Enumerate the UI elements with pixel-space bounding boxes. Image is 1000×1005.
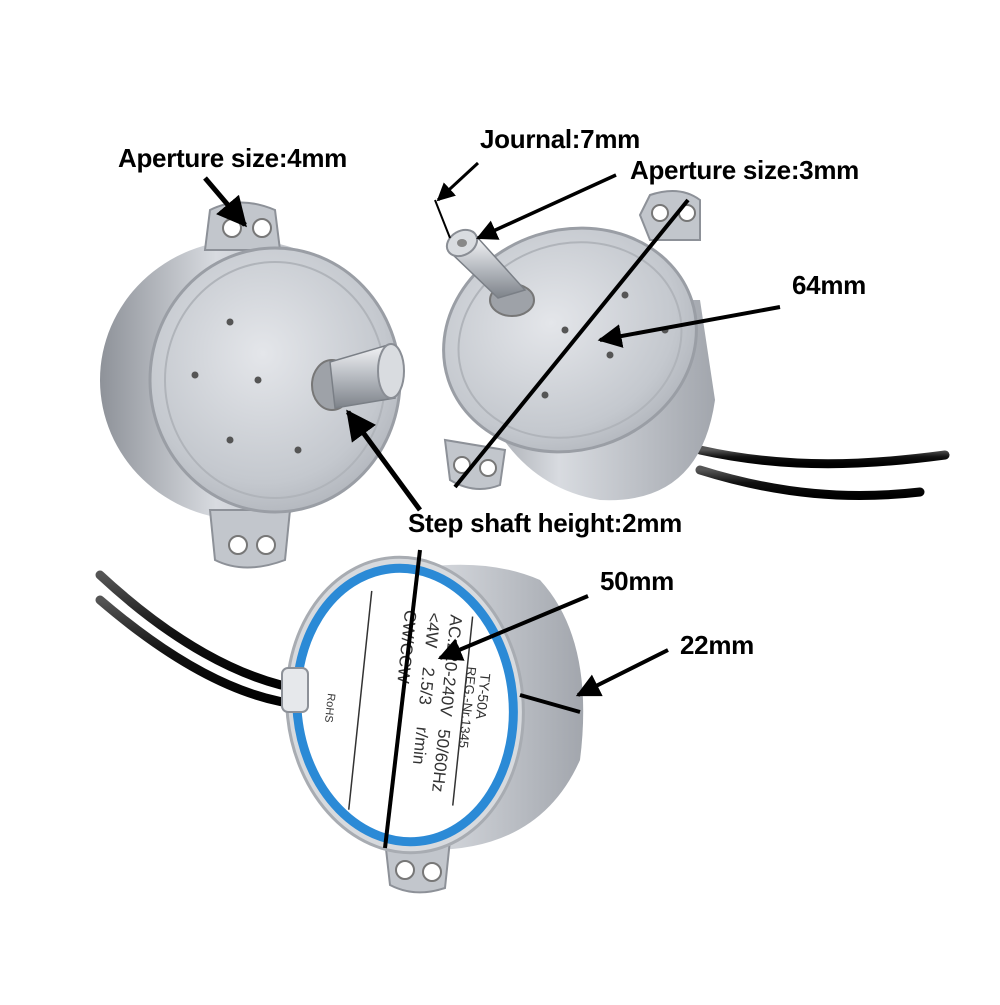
dimension-annotations: [203, 161, 781, 849]
rivet-icon: [294, 446, 302, 454]
motor-right-face-rim: [457, 241, 683, 439]
label-diameter-64mm: 64mm: [792, 270, 866, 300]
mount-hole-icon: [256, 535, 276, 555]
shaft-hole-icon: [457, 239, 467, 247]
wire: [95, 570, 310, 695]
shaft-end: [377, 343, 405, 399]
mount-hole-icon: [222, 218, 242, 238]
label-journal-7mm: Journal:7mm: [480, 124, 640, 154]
rivet-icon: [561, 326, 569, 334]
rohs-mark: RoHS: [322, 693, 337, 723]
label-aperture-size-4mm: Aperture size:4mm: [118, 143, 347, 173]
label-step-shaft-height: Step shaft height:2mm: [408, 508, 682, 538]
arrow-journal-left: [436, 161, 480, 202]
wire: [695, 465, 925, 500]
mount-hole-icon: [228, 535, 248, 555]
motor-left: [100, 201, 405, 569]
journal-dim-line: [434, 199, 451, 239]
label-depth-22mm: 22mm: [680, 630, 754, 660]
nameplate-model: TY-50A: [473, 672, 494, 720]
mount-hole-icon: [252, 218, 272, 238]
mount-hole-icon: [479, 459, 497, 477]
wire-grommet: [281, 667, 309, 713]
wire: [695, 445, 950, 469]
motor-right: [442, 190, 950, 501]
nameplate-sticker: [292, 563, 518, 847]
nameplate-speed-value: 2.5/3: [415, 666, 438, 706]
mount-hole-icon: [453, 456, 471, 474]
diameter-50mm-line: [383, 549, 422, 849]
nameplate-speed-unit: r/min: [409, 726, 432, 766]
rivet-icon: [226, 318, 234, 326]
arrow-aperture-3mm: [476, 173, 617, 240]
arrow-22mm: [575, 648, 669, 697]
mount-hole-icon: [395, 860, 415, 880]
motor-left-flange-bottom: [208, 509, 292, 569]
rivet-icon: [541, 391, 549, 399]
arrow-step-shaft: [345, 409, 423, 512]
arrow-aperture-4mm: [203, 176, 247, 228]
motor-bottom: TY-50A REG.-Nr.1345 AC:220-240V 50/60Hz …: [95, 555, 584, 894]
arrow-64mm: [597, 305, 781, 348]
rivet-icon: [621, 291, 629, 299]
wire: [95, 595, 310, 710]
rivet-icon: [226, 436, 234, 444]
rivet-icon: [191, 371, 199, 379]
label-diameter-50mm: 50mm: [600, 566, 674, 596]
arrow-50mm: [437, 594, 589, 661]
nameplate-power: <4W: [421, 612, 444, 649]
mount-hole-icon: [422, 862, 442, 882]
label-aperture-size-3mm: Aperture size:3mm: [630, 155, 859, 185]
depth-22mm-line: [519, 693, 581, 714]
rivet-icon: [606, 351, 614, 359]
rivet-icon: [254, 376, 262, 384]
diameter-64mm-line: [453, 198, 690, 489]
mount-hole-icon: [651, 204, 669, 222]
